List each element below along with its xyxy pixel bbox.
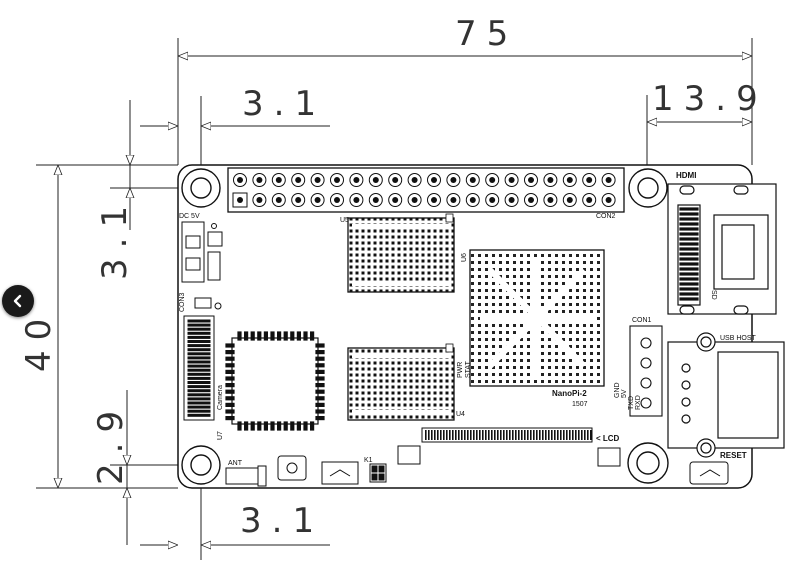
ram-chip-u5: U5 <box>340 213 455 293</box>
reset-button: RESET <box>689 451 747 485</box>
label-gnd: GND <box>614 382 621 398</box>
label-stat: STAT <box>465 360 472 378</box>
board-outline <box>177 164 753 489</box>
dim-hole-top-x: 3.1 <box>242 84 326 124</box>
dim-hole-bottom-y: 2.9 <box>91 401 131 485</box>
label-pwr: PWR <box>457 362 464 378</box>
power-button <box>277 455 307 481</box>
chevron-left-icon[interactable] <box>2 285 34 317</box>
board-name: NanoPi-2 <box>552 389 587 398</box>
dim-hole-bottom-x: 3.1 <box>240 501 324 541</box>
dim-height-40: 40 <box>19 309 59 372</box>
label-ant: ANT <box>228 460 243 467</box>
label-lcd: < LCD <box>596 434 620 443</box>
label-usb-host: USB HOST <box>720 335 757 342</box>
label-hdmi: HDMI <box>676 171 696 180</box>
dim-hole-top-y: 3.1 <box>95 196 135 280</box>
usb-host-port: USB HOST <box>667 332 785 458</box>
label-reset: RESET <box>720 451 747 460</box>
label-u6: U6 <box>461 253 468 262</box>
label-txd: TXD <box>628 396 635 410</box>
label-u5: U5 <box>340 217 349 224</box>
board-date: 1507 <box>572 401 588 408</box>
lcd-pad <box>597 447 621 467</box>
label-con2: CON2 <box>596 213 616 220</box>
dim-width-75: 75 <box>455 14 518 54</box>
hdmi-connector: HDMI SD <box>667 171 777 315</box>
label-5v: 5V <box>621 389 628 398</box>
label-con1: CON1 <box>632 317 652 324</box>
label-camera: Camera <box>217 385 224 410</box>
label-rxd: RXD <box>635 395 642 410</box>
lcd-connector: < LCD <box>421 427 620 443</box>
dimension-lines <box>36 38 753 560</box>
dc-5v-jack: DC 5V <box>179 213 223 283</box>
label-u4: U4 <box>456 411 465 418</box>
gpio-header: CON2 <box>227 167 625 220</box>
dim-hdmi-offset: 13.9 <box>652 79 768 119</box>
label-k1: K1 <box>364 457 373 464</box>
label-u7: U7 <box>217 431 224 440</box>
ram-chip-u4: U4 <box>347 343 465 421</box>
wifi-module: U7 <box>217 331 325 440</box>
mounting-holes <box>181 168 669 485</box>
label-sd: SD <box>710 290 717 300</box>
serial-con1: CON1 GND 5V <box>614 317 663 417</box>
label-dc5v: DC 5V <box>179 213 200 220</box>
antenna-connector: ANT <box>225 460 267 487</box>
soc-chip: U6 NanoPi-2 1507 <box>461 249 605 408</box>
key-k1: K1 <box>321 445 421 485</box>
label-con3: CON3 <box>179 292 186 312</box>
camera-connector: CON3 Camera <box>179 292 224 421</box>
